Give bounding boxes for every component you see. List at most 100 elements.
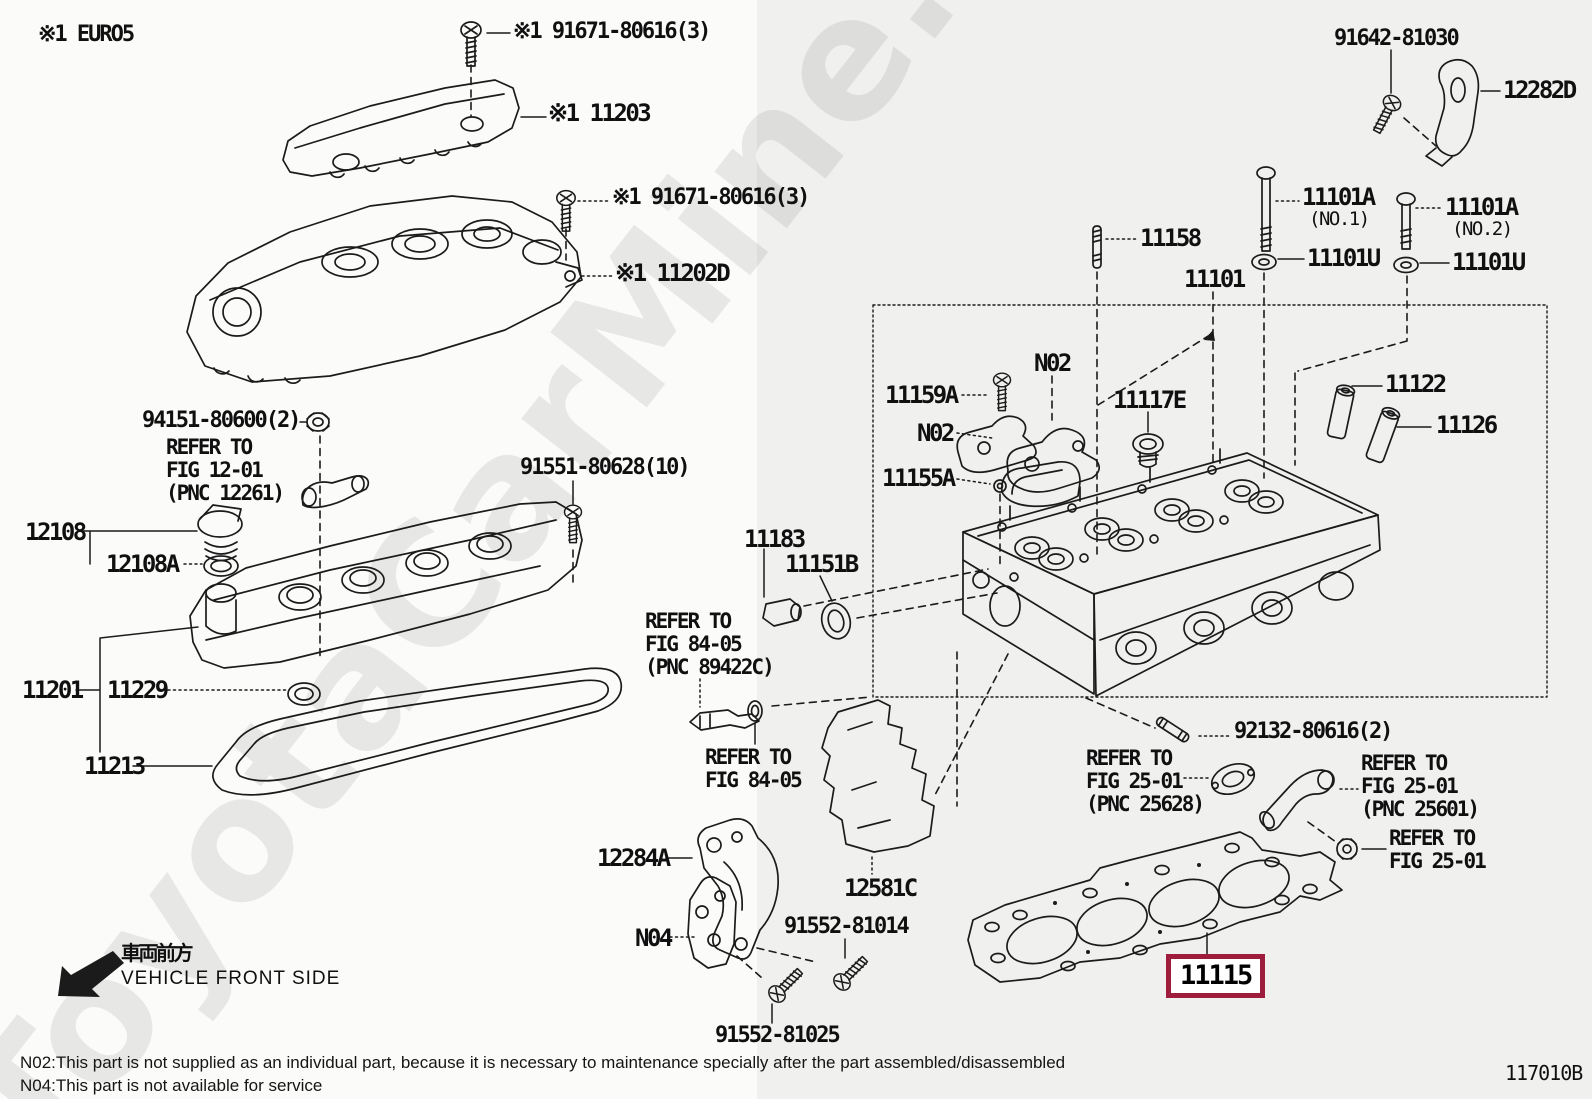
stud-11158-icon [1092,225,1102,269]
right-panel-background [757,0,1592,1099]
dotted-leaders [167,200,1443,938]
label-91551-80628[interactable]: 91551-80628(10) [520,455,691,480]
label-92132-80616[interactable]: 92132-80616(2) [1234,719,1393,744]
refer-line: FIG 84-05 [705,768,803,792]
label-11229[interactable]: 11229 [107,676,169,704]
refer-line: REFER TO [1389,826,1476,850]
label-11213[interactable]: 11213 [84,752,146,780]
label-11117e[interactable]: 11117E [1113,386,1187,414]
refer-fig-84-05-b[interactable]: REFER TO FIG 84-05 [705,746,803,792]
label-91671-80616-2[interactable]: ※1 91671-80616(3) [612,185,810,210]
refer-line: FIG 25-01 [1389,849,1487,873]
bolt-91642-icon [1368,91,1405,137]
pipe-pnc25601-drawing [1259,769,1335,832]
stud-92132-icon [1155,716,1190,743]
label-11126[interactable]: 11126 [1436,411,1498,439]
refer-line: (PNC 25601) [1361,797,1480,821]
refer-line: REFER TO [166,435,253,459]
label-11101u-2[interactable]: 11101U [1452,248,1526,276]
refer-fig-25-01-a[interactable]: REFER TO FIG 25-01 (PNC 25628) [1086,747,1205,816]
refer-line: (PNC 25628) [1086,792,1205,816]
assembly-box-11101 [872,304,1548,698]
bearing-cap-drawing [1001,461,1081,508]
refer-fig-12-01[interactable]: REFER TO FIG 12-01 (PNC 12261) [166,435,285,505]
label-n04: N04 [635,924,673,952]
label-11155a[interactable]: 11155A [882,464,956,492]
front-direction-arrow [58,951,124,997]
washer-11101u-icon-2 [1393,256,1419,274]
label-n02-2: N02 [917,419,955,447]
bolt-11159a-icon [992,372,1012,412]
footnote-n02: N02:This part is not supplied as an indi… [20,1053,1066,1072]
bracket-12284a-drawing [697,818,779,960]
plate-12581c-drawing [821,699,935,853]
label-12284a[interactable]: 12284A [597,844,671,872]
label-11101u-1[interactable]: 11101U [1307,244,1381,272]
label-11122[interactable]: 11122 [1385,370,1447,398]
refer-fig-84-05-a[interactable]: REFER TO FIG 84-05 (PNC 89422C) [645,609,775,679]
label-91642-81030[interactable]: 91642-81030 [1334,26,1460,51]
label-no2: (NO.2) [1452,218,1513,240]
part-11202d-drawing [186,195,583,384]
front-side-jp: 車両前方 [121,941,194,965]
bolt-91552-81025-icon [764,963,808,1007]
label-11203[interactable]: ※1 11203 [548,99,652,127]
pin-11155a-icon [993,479,1007,493]
label-12108a[interactable]: 12108A [106,550,180,578]
label-11101a-no1[interactable]: 11101A [1302,183,1376,211]
washer-11101u-icon-1 [1251,253,1277,271]
refer-line: FIG 25-01 [1361,774,1459,798]
label-94151-80600[interactable]: 94151-80600(2) [142,408,301,433]
leader-lines [75,32,1501,1024]
head-gasket-11115-drawing [967,831,1343,983]
head-bolt-11101a-no1-icon [1256,166,1276,252]
label-12581c[interactable]: 12581C [844,874,918,902]
euro5-note: ※1 EURO5 [38,22,135,47]
label-11183[interactable]: 11183 [744,525,806,553]
nut-94151-icon [306,412,330,432]
refer-line: REFER TO [1361,751,1448,775]
valve-guide-11126-drawing [1365,406,1401,464]
head-bolt-11101a-no2-icon [1396,192,1416,250]
seal-11151b-drawing [820,602,852,640]
label-11202d[interactable]: ※1 11202D [615,259,731,287]
oil-cap-12108-drawing [197,504,243,562]
label-91671-80616-1[interactable]: ※1 91671-80616(3) [513,19,711,44]
valve-cover-11201-drawing [189,501,583,669]
plug-11117e-drawing [1132,433,1164,468]
bracket-12282d-drawing [1425,58,1480,167]
figure-code: 117010B [1505,1061,1583,1085]
label-11101[interactable]: 11101 [1184,265,1246,293]
label-91552-81014[interactable]: 91552-81014 [784,914,910,939]
label-12282d[interactable]: 12282D [1503,76,1577,104]
label-91552-81025[interactable]: 91552-81025 [715,1023,841,1048]
refer-fig-25-01-b[interactable]: REFER TO FIG 25-01 (PNC 25601) [1361,751,1480,821]
label-11158[interactable]: 11158 [1140,224,1202,252]
refer-fig-25-01-c[interactable]: REFER TO FIG 25-01 [1389,826,1487,873]
highlight-box-11115[interactable]: 11115 [1166,954,1266,998]
sensor-11183-drawing [762,598,802,627]
part-11203-drawing [282,79,520,179]
label-11159a[interactable]: 11159A [885,381,959,409]
refer-line: REFER TO [645,609,732,633]
bolt-91552-81014-icon [829,951,873,995]
refer-line: FIG 25-01 [1086,769,1184,793]
screw-91671-icon-2 [556,189,576,232]
cap-gasket-12108a-drawing [203,555,239,577]
gasket-pnc25628-drawing [1210,762,1256,796]
nut-icon-2501 [1336,838,1358,860]
label-11101a-no2[interactable]: 11101A [1445,193,1519,221]
label-12108[interactable]: 12108 [25,518,87,546]
rocker-arm-n02-drawing [956,415,1101,493]
label-11201[interactable]: 11201 [22,676,84,704]
cover-gasket-11213-drawing [212,667,623,796]
label-no1: (NO.1) [1309,208,1370,230]
front-side-en: VEHICLE FRONT SIDE [121,968,341,989]
cylinder-head-11101-drawing [962,448,1381,697]
hose-pnc12261-drawing [301,475,370,509]
label-11151b[interactable]: 11151B [785,550,859,578]
dashed-assembly-lines [319,64,1437,979]
label-n02-1: N02 [1034,349,1072,377]
